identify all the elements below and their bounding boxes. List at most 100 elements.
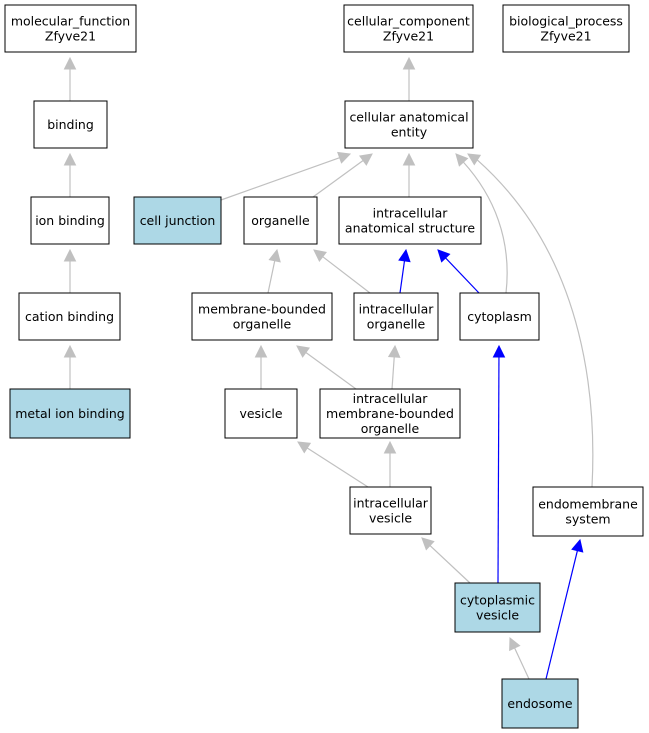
node-box (33, 100, 108, 149)
node-label-line: cytoplasmic (460, 593, 535, 608)
node-label-line: endosome (507, 696, 573, 711)
edge-imbo-to-mbo (296, 345, 357, 390)
node-label-line: entity (391, 125, 428, 140)
node-box (344, 100, 474, 149)
node-label-line: membrane-bounded (198, 302, 326, 317)
arrowhead (268, 248, 281, 263)
arrowhead (63, 344, 77, 358)
node-box (343, 4, 474, 53)
edge-line (391, 356, 395, 390)
node-box (353, 292, 439, 341)
edge-line (514, 647, 530, 680)
node-binding[interactable]: binding (33, 100, 108, 149)
arrowhead (63, 56, 77, 70)
node-cation_binding[interactable]: cation binding (18, 292, 121, 341)
node-label-line: cellular_component (347, 14, 470, 29)
node-box (191, 292, 333, 341)
node-organelle[interactable]: organelle (243, 196, 318, 245)
edge-metal_ion_binding-to-cation_binding (63, 344, 77, 389)
edge-vesicle-to-mbo (254, 344, 268, 389)
edge-line (306, 447, 369, 488)
node-label-line: molecular_function (11, 14, 130, 29)
node-label-line: vesicle (476, 608, 519, 623)
arrowhead (387, 344, 401, 358)
edge-line (399, 260, 406, 294)
node-box (454, 582, 541, 633)
node-metal_ion_binding[interactable]: metal ion binding (9, 388, 131, 439)
node-label-line: cell junction (140, 213, 216, 228)
node-box (338, 196, 482, 245)
arrowhead (492, 344, 506, 358)
node-cytoplasm[interactable]: cytoplasm (459, 292, 540, 341)
node-label-line: vesicle (239, 406, 282, 421)
node-vesicle[interactable]: vesicle (224, 388, 298, 439)
arrowhead (437, 249, 451, 263)
node-box (18, 292, 121, 341)
arrowhead (337, 151, 352, 164)
node-box (349, 486, 432, 535)
node-label-line: Zfyve21 (383, 29, 434, 44)
edge-line (429, 545, 471, 584)
node-box (532, 486, 644, 537)
edge-cation_binding-to-ion_binding (63, 248, 77, 293)
arrowhead (509, 636, 521, 652)
edge-io-to-ias (398, 248, 411, 294)
arrowhead (421, 537, 435, 551)
edge-cytoplasm-to-ias (437, 249, 480, 294)
node-label-line: membrane-bounded (326, 406, 454, 421)
edge-line (220, 157, 340, 201)
edge-iv-to-vesicle (297, 441, 369, 488)
node-label-line: intracellular (353, 391, 429, 406)
arrowhead (296, 345, 311, 358)
node-label-line: Zfyve21 (45, 29, 96, 44)
edge-imbo-to-io (387, 344, 401, 390)
edge-line (497, 356, 500, 584)
node-label-line: vesicle (369, 511, 412, 526)
edge-line (267, 260, 276, 294)
node-label-line: cation binding (25, 309, 114, 324)
arrowhead (297, 441, 312, 454)
edge-line (305, 351, 357, 390)
node-label-line: organelle (251, 213, 310, 228)
edge-binding-to-mf (63, 56, 77, 101)
arrowhead (571, 538, 584, 553)
edge-endosome-to-es (545, 538, 584, 680)
edge-cv-to-iv (421, 537, 471, 584)
node-box (501, 678, 579, 729)
node-box (319, 388, 461, 439)
arrowhead (402, 152, 416, 166)
edge-cae-to-cc (402, 56, 416, 101)
node-cell_junction[interactable]: cell junction (133, 196, 222, 245)
arrowhead (455, 153, 469, 167)
edges-layer (63, 56, 594, 680)
edge-es-to-cae (467, 153, 594, 488)
node-box (459, 292, 540, 341)
node-label-line: biological_process (509, 14, 623, 29)
edge-ion_binding-to-binding (63, 152, 77, 197)
node-label-line: intracellular (359, 302, 435, 317)
edge-iv-to-imbo (383, 440, 397, 487)
node-label-line: Zfyve21 (540, 29, 591, 44)
node-endosome[interactable]: endosome (501, 678, 579, 729)
node-box (30, 196, 110, 245)
node-ion_binding[interactable]: ion binding (30, 196, 110, 245)
edge-line (445, 257, 480, 294)
node-box (502, 4, 630, 53)
node-label-line: endomembrane (538, 497, 638, 512)
node-label-line: organelle (361, 421, 420, 436)
edge-endosome-to-cv (509, 636, 530, 680)
edge-io-to-organelle (313, 249, 371, 294)
node-box (224, 388, 298, 439)
